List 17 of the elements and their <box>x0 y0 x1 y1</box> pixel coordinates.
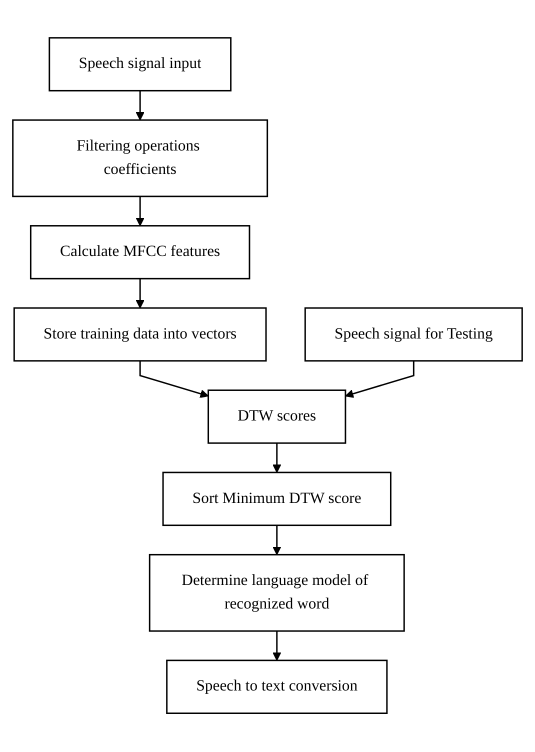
arrow <box>272 632 282 662</box>
node-box: Speech to text conversion <box>166 660 388 714</box>
node-box: Filtering operations coefficients <box>12 120 268 198</box>
arrow <box>139 361 209 398</box>
arrow <box>136 279 144 309</box>
node-box: Speech signal for Testing <box>304 308 523 362</box>
arrow <box>272 526 282 556</box>
arrow <box>345 361 414 398</box>
arrow <box>272 444 282 474</box>
node-box: Determine language model of recognized word <box>148 554 405 632</box>
node-box: Speech signal input <box>48 38 232 92</box>
arrow <box>136 196 144 227</box>
node-box: DTW scores <box>208 390 346 444</box>
node-box: Calculate MFCC features <box>30 226 250 280</box>
arrow <box>136 91 144 121</box>
node-box: Store training data into vectors <box>13 308 267 362</box>
node-box: Sort Minimum DTW score <box>162 472 392 526</box>
